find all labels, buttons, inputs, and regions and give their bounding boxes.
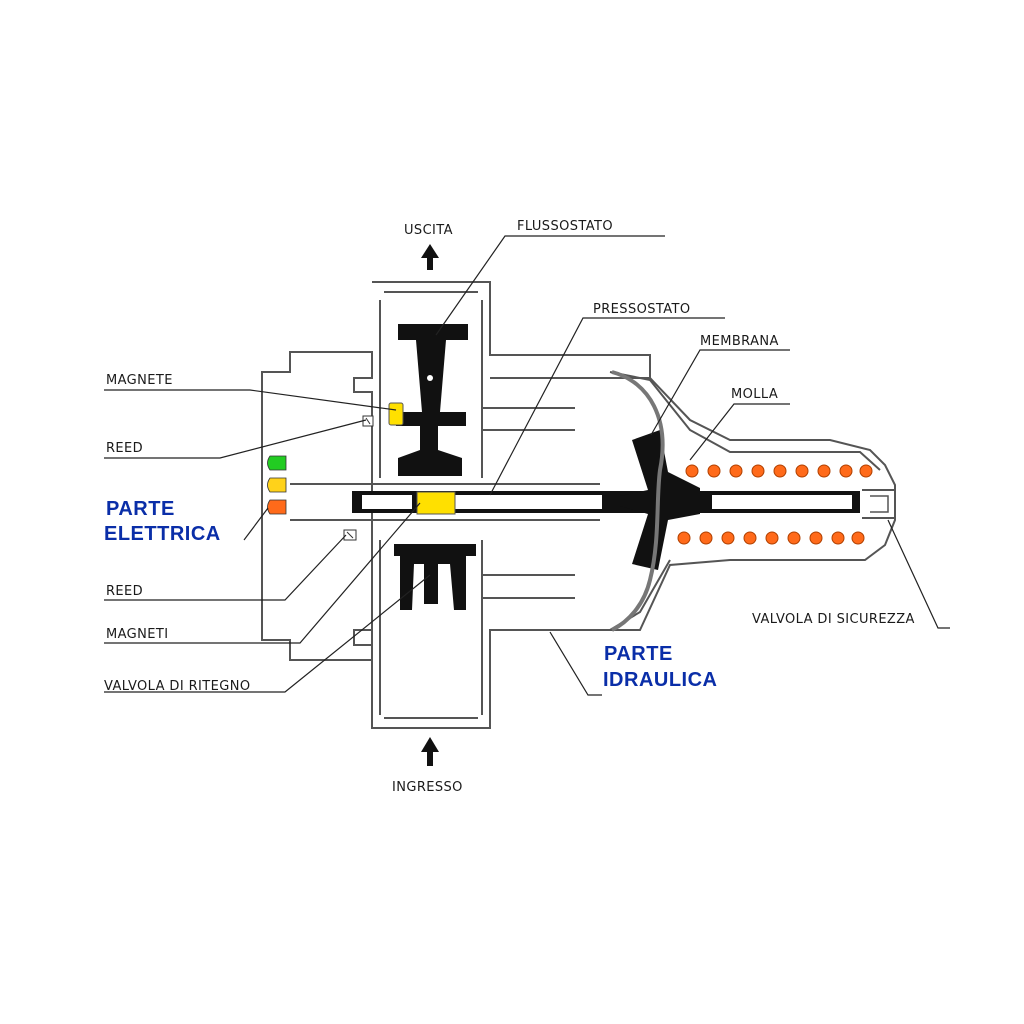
label-valvola-ritegno: VALVOLA DI RITEGNO (104, 679, 250, 694)
led-green (267, 455, 287, 471)
label-valvola-sicurezza: VALVOLA DI SICUREZZA (752, 612, 915, 627)
leader-lines (104, 235, 950, 696)
label-reed-bottom: REED (106, 584, 143, 599)
magnet-yellow (388, 402, 404, 426)
label-pressostato: PRESSOSTATO (593, 302, 690, 317)
safety-valve-cap (862, 489, 896, 519)
label-reed-top: REED (106, 441, 143, 456)
arrow-up-outlet-icon (421, 244, 439, 270)
label-molla: MOLLA (731, 387, 778, 402)
spring (677, 464, 873, 545)
label-flussostato: FLUSSOSTATO (517, 219, 613, 234)
flow-switch (396, 324, 468, 476)
label-uscita: USCITA (404, 223, 453, 238)
label-parte-elettrica-line2: ELETTRICA (104, 523, 221, 545)
label-magneti: MAGNETI (106, 627, 168, 642)
led-yellow (267, 477, 287, 493)
pressure-rod (352, 491, 860, 515)
label-ingresso: INGRESSO (392, 780, 463, 795)
led-orange (267, 499, 287, 515)
label-parte-elettrica-line1: PARTE (106, 498, 175, 520)
diaphragm (611, 370, 700, 632)
check-valve (394, 544, 476, 610)
label-parte-idraulica-line2: IDRAULICA (603, 669, 718, 691)
label-parte-idraulica-line1: PARTE (604, 643, 673, 665)
reed-switch-bottom (343, 529, 357, 541)
label-membrana: MEMBRANA (700, 334, 779, 349)
label-magnete: MAGNETE (106, 373, 173, 388)
housing (261, 281, 896, 729)
arrow-up-inlet-icon (421, 737, 439, 766)
